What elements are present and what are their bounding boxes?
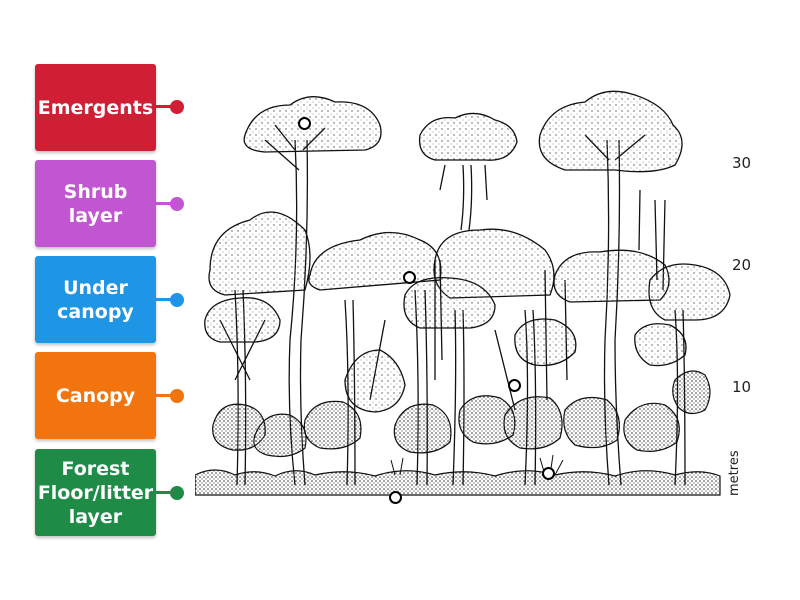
label-knob[interactable] [170, 389, 184, 403]
label-knob[interactable] [170, 486, 184, 500]
label-knob[interactable] [170, 293, 184, 307]
scale-tick-10: 10 [732, 378, 752, 396]
drop-target-forest-floor[interactable] [389, 491, 402, 504]
label-connector [156, 298, 176, 301]
label-connector [156, 105, 176, 108]
drop-target-emergents[interactable] [298, 117, 311, 130]
label-card-emergents[interactable]: Emergents [35, 64, 156, 151]
drop-target-canopy[interactable] [403, 271, 416, 284]
label-card-under-canopy[interactable]: Under canopy [35, 256, 156, 343]
label-card-shrub-layer[interactable]: Shrub layer [35, 160, 156, 247]
label-card-canopy[interactable]: Canopy [35, 352, 156, 439]
label-connector [156, 394, 176, 397]
label-knob[interactable] [170, 197, 184, 211]
label-card-forest-floor[interactable]: Forest Floor/litter layer [35, 449, 156, 536]
drop-target-under-canopy[interactable] [508, 379, 521, 392]
label-connector [156, 491, 176, 494]
rainforest-layers-illustration [195, 90, 731, 496]
scale-tick-30: 30 [732, 154, 752, 172]
scale-tick-20: 20 [732, 256, 752, 274]
label-connector [156, 202, 176, 205]
drop-target-shrub-layer[interactable] [542, 467, 555, 480]
label-knob[interactable] [170, 100, 184, 114]
scale-unit-label: metres [727, 450, 742, 496]
